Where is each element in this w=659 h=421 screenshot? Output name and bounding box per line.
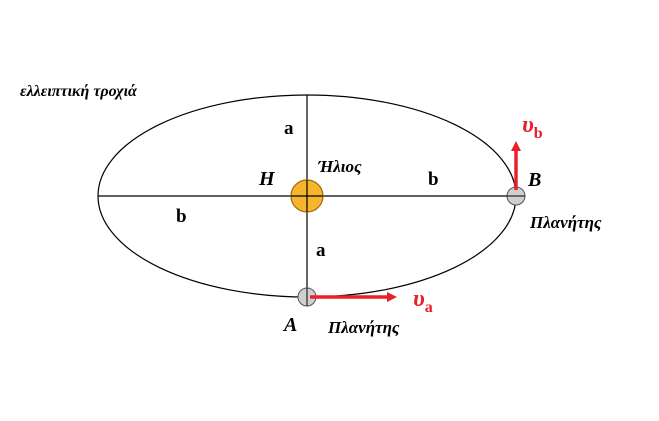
- sun-letter: H: [258, 168, 276, 190]
- velocity-b-symbol: υ: [522, 112, 534, 138]
- planet-at-a-label: Πλανήτης: [327, 318, 400, 337]
- semi-axis-a-upper: a: [284, 118, 294, 139]
- semi-axis-b-left: b: [176, 206, 187, 227]
- point-a-letter: A: [282, 314, 297, 336]
- planet-at-b-label: Πλανήτης: [529, 213, 602, 232]
- semi-axis-b-right: b: [428, 169, 439, 190]
- velocity-a-label: υa: [413, 286, 433, 316]
- velocity-b-label: υb: [522, 112, 543, 142]
- semi-axis-a-lower: a: [316, 240, 326, 261]
- velocity-a-subscript: a: [425, 299, 433, 316]
- sun-name: Ήλιος: [317, 157, 362, 176]
- point-b-letter: B: [527, 169, 541, 191]
- orbit-label: ελλειπτική τροχιά: [20, 83, 138, 100]
- velocity-a-symbol: υ: [413, 286, 425, 312]
- velocity-b-subscript: b: [534, 125, 543, 142]
